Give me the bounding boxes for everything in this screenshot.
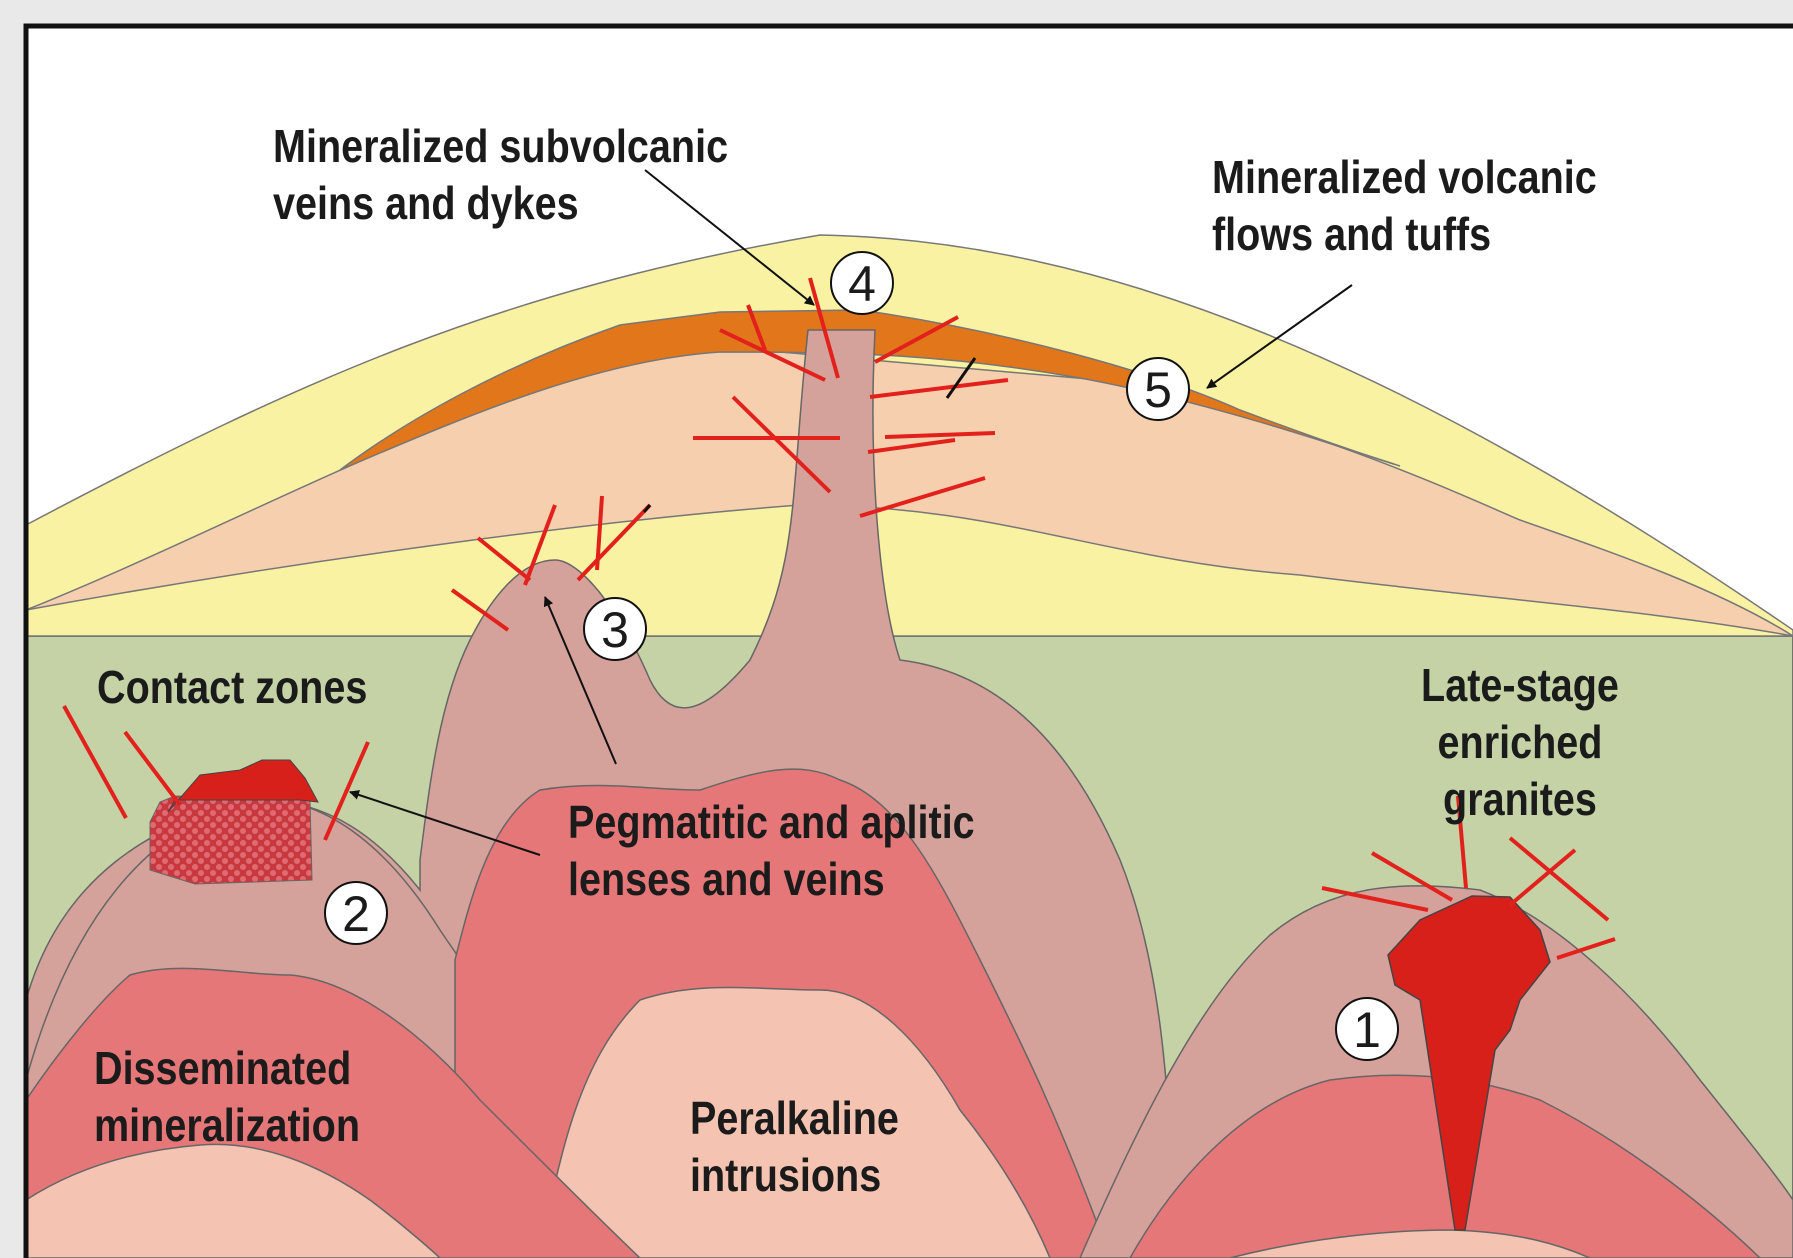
- svg-text:4: 4: [848, 256, 876, 312]
- label-line: intrusions: [690, 1147, 899, 1204]
- marker-5: 5: [1127, 358, 1189, 420]
- contact-zone-hatched: [150, 796, 312, 884]
- marker-3: 3: [584, 598, 646, 660]
- label-line: lenses and veins: [568, 851, 975, 908]
- label-line: granites: [1391, 771, 1649, 828]
- marker-2: 2: [325, 882, 387, 944]
- marker-4: 4: [831, 252, 893, 314]
- label-peralkaline-intrusions: Peralkaline intrusions: [690, 1090, 899, 1204]
- label-line: Late-stage: [1391, 657, 1649, 714]
- label-line: veins and dykes: [273, 175, 728, 232]
- label-late-stage-granites: Late-stage enriched granites: [1391, 657, 1649, 828]
- label-line: Contact zones: [97, 659, 367, 716]
- label-disseminated-mineralization: Disseminated mineralization: [94, 1040, 360, 1154]
- label-pegmatitic-lenses: Pegmatitic and aplitic lenses and veins: [568, 794, 975, 908]
- svg-text:2: 2: [342, 886, 370, 942]
- svg-text:5: 5: [1144, 362, 1172, 418]
- label-subvolcanic-veins: Mineralized subvolcanic veins and dykes: [273, 118, 728, 232]
- label-line: Mineralized volcanic: [1212, 149, 1597, 206]
- label-volcanic-flows: Mineralized volcanic flows and tuffs: [1212, 149, 1597, 263]
- label-line: Mineralized subvolcanic: [273, 118, 728, 175]
- svg-text:1: 1: [1353, 1002, 1381, 1058]
- label-line: flows and tuffs: [1212, 206, 1597, 263]
- label-contact-zones: Contact zones: [97, 659, 367, 716]
- label-line: Pegmatitic and aplitic: [568, 794, 975, 851]
- label-line: Peralkaline: [690, 1090, 899, 1147]
- label-line: Disseminated: [94, 1040, 360, 1097]
- label-line: enriched: [1391, 714, 1649, 771]
- svg-text:3: 3: [601, 602, 629, 658]
- marker-1: 1: [1336, 998, 1398, 1060]
- label-line: mineralization: [94, 1097, 360, 1154]
